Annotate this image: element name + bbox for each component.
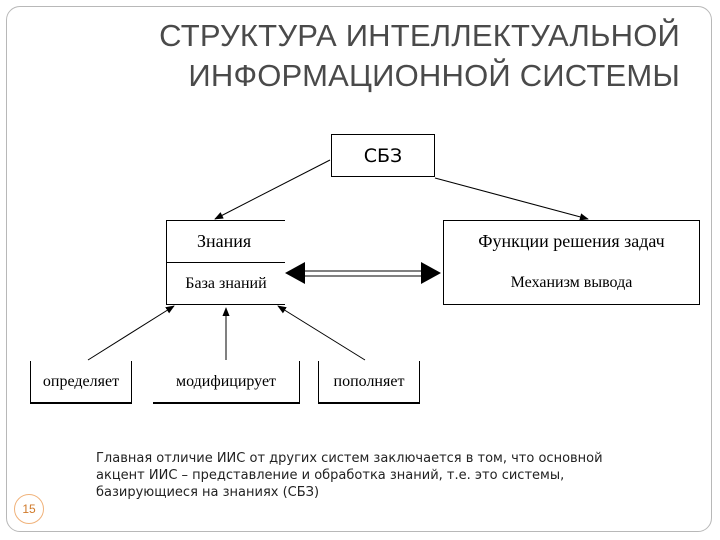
node-knowledge-header: Знания	[166, 220, 285, 263]
node-modifies: модифицирует	[153, 361, 300, 404]
title-line-1: СТРУКТУРА ИНТЕЛЛЕКТУАЛЬНОЙ	[159, 18, 680, 53]
slide-caption: Главная отличие ИИС от других систем зак…	[96, 450, 656, 501]
node-defines-label: определяет	[42, 372, 120, 390]
node-completes: пополняет	[318, 361, 420, 404]
page-number-badge: 15	[14, 494, 44, 524]
arrow-defines	[87, 305, 175, 361]
page-number: 15	[22, 502, 36, 516]
exchange-arrow-left	[285, 262, 305, 284]
node-functions-header-label: Функции решения задач	[478, 231, 665, 251]
node-completes-label: пополняет	[333, 372, 405, 390]
node-defines: определяет	[30, 361, 132, 404]
caption-line-2: акцент ИИС – представление и обработка з…	[96, 468, 565, 483]
arrow-sbz-to-functions	[434, 177, 589, 221]
slide-title: СТРУКТУРА ИНТЕЛЛЕКТУАЛЬНОЙ ИНФОРМАЦИОННО…	[120, 16, 680, 96]
caption-line-3: базирующиеся на знаниях (СБЗ)	[96, 485, 320, 500]
node-knowledge-header-label: Знания	[197, 231, 252, 251]
title-line-2: ИНФОРМАЦИОННОЙ СИСТЕМЫ	[188, 58, 680, 93]
arrow-sbz-to-knowledge	[214, 159, 331, 220]
exchange-arrow-right	[421, 262, 441, 284]
node-functions-body: Механизм вывода	[443, 262, 700, 305]
caption-line-1: Главная отличие ИИС от других систем зак…	[96, 451, 603, 466]
node-knowledge-body-label: База знаний	[185, 274, 267, 292]
node-knowledge-body: База знаний	[166, 262, 285, 305]
slide-frame	[6, 6, 712, 532]
arrow-completes	[277, 305, 366, 361]
node-sbz: СБЗ	[331, 134, 435, 177]
node-functions-body-label: Механизм вывода	[510, 274, 633, 291]
node-modifies-label: модифицирует	[175, 372, 277, 390]
node-sbz-label: СБЗ	[363, 144, 403, 167]
node-functions-header: Функции решения задач	[443, 220, 700, 263]
